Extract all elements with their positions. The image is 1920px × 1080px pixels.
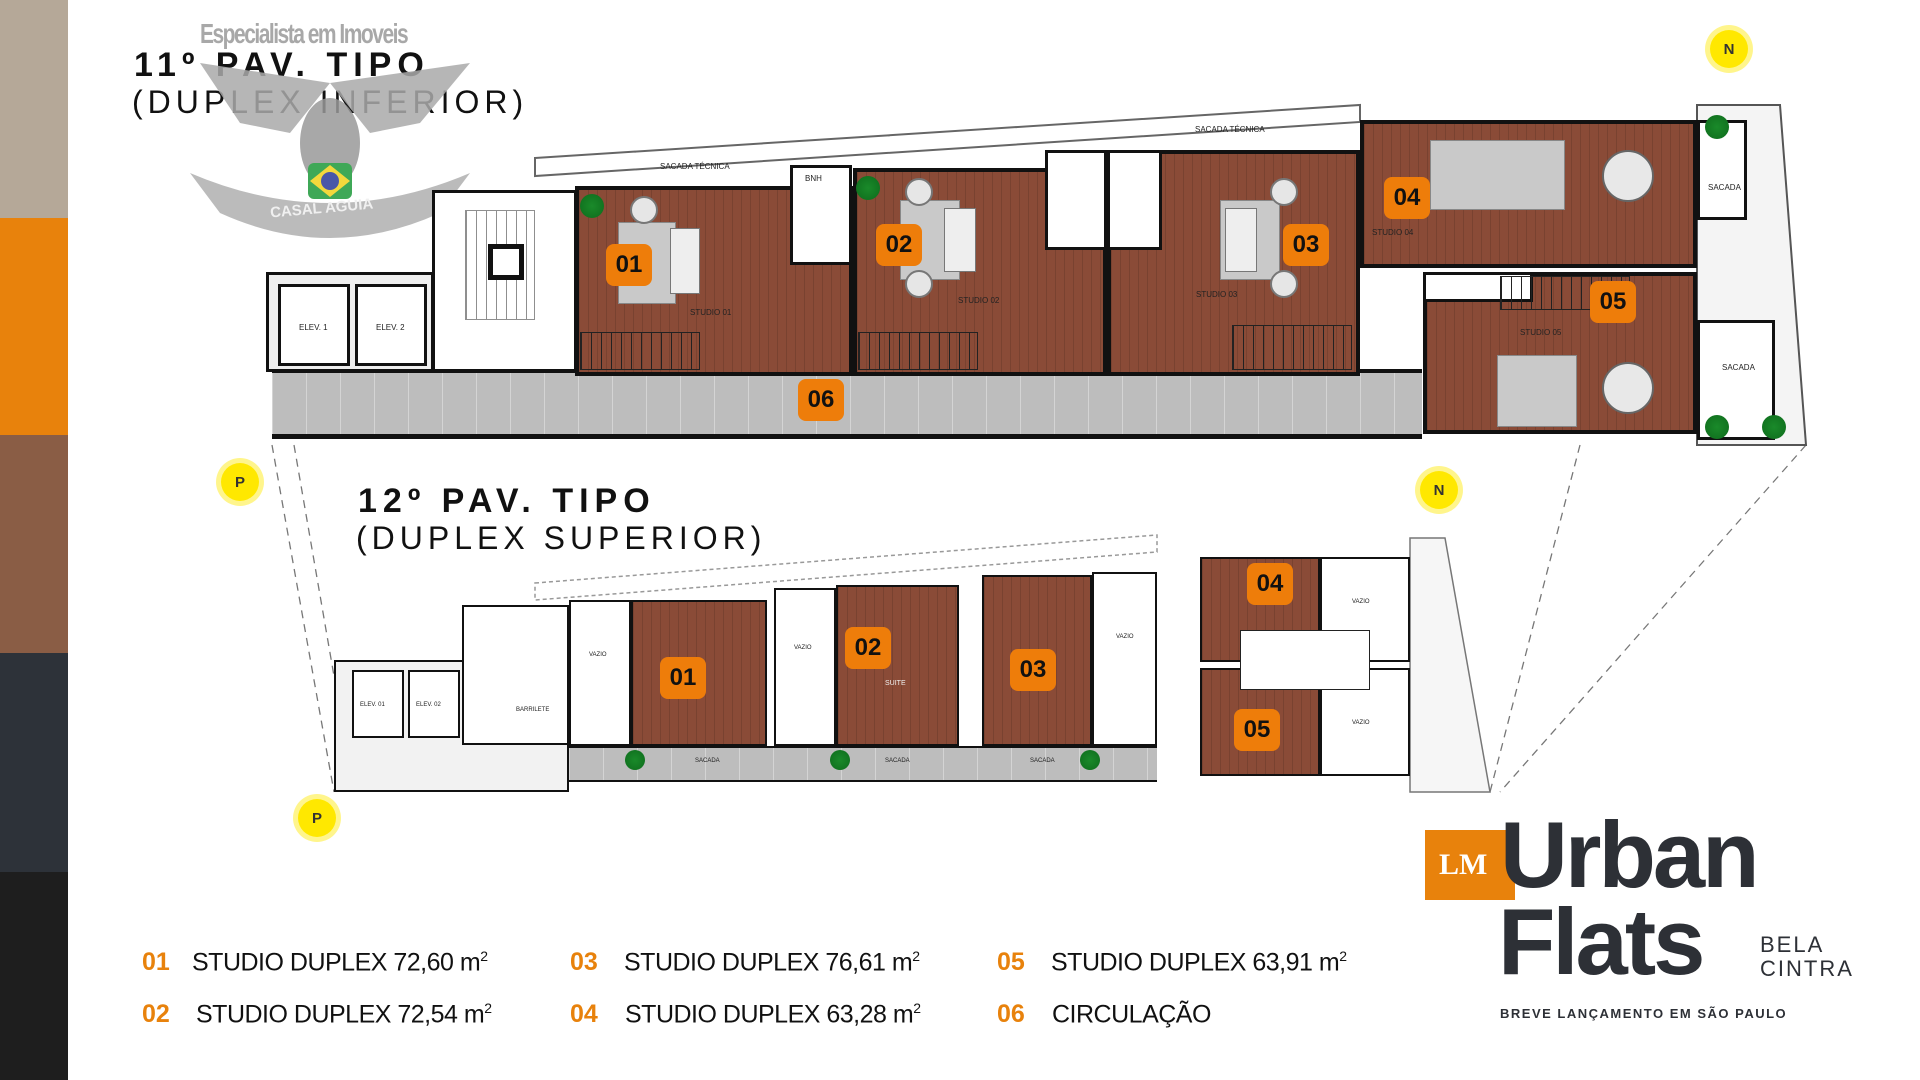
unit-03-bath: [1045, 150, 1107, 250]
plant-icon: [830, 750, 850, 770]
internal-stairs: [1240, 630, 1370, 690]
lower-unit-badge-03[interactable]: 03: [1010, 649, 1056, 691]
rug: [1497, 355, 1577, 427]
lower-unit-badge-02[interactable]: 02: [845, 627, 891, 669]
barrilete: BARRILETE: [462, 605, 569, 745]
unit-badge-03[interactable]: 03: [1283, 224, 1329, 266]
plant-icon: [1705, 415, 1729, 439]
sacada-tecnica-label-2: SACADA TÉCNICA: [1195, 125, 1265, 134]
lower-unit-badge-05[interactable]: 05: [1234, 709, 1280, 751]
legend-text-04: STUDIO DUPLEX 63,28 m2: [625, 1000, 921, 1029]
vazio-03: VAZIO: [1092, 572, 1157, 746]
sofa: [670, 228, 700, 294]
sofa: [944, 208, 976, 272]
plant-icon: [1080, 750, 1100, 770]
plant-icon: [1705, 115, 1729, 139]
legend-text-02: STUDIO DUPLEX 72,54 m2: [196, 1000, 492, 1029]
legend-num-06: 06: [997, 1000, 1025, 1028]
lower-floor-title: 12º PAV. TIPO: [358, 482, 656, 520]
sacada-label-2: SACADA: [885, 758, 910, 764]
vazio-01: VAZIO: [569, 600, 631, 746]
sidebar-band-slate: [0, 653, 68, 872]
plant-icon: [625, 750, 645, 770]
dining-table: [1602, 362, 1654, 414]
sidebar-band-brown: [0, 435, 68, 653]
sidebar-band-black: [0, 872, 68, 1080]
studio-01-label: STUDIO 01: [690, 308, 732, 317]
north-marker-upper: N: [1710, 30, 1748, 68]
sidebar-band-beige: [0, 0, 68, 218]
studio-02-label: STUDIO 02: [958, 296, 1000, 305]
unit-01-bath: BNH: [790, 165, 852, 265]
plant-icon: [1762, 415, 1786, 439]
brand-sub1: BELA: [1760, 932, 1825, 957]
internal-stairs: [858, 332, 978, 370]
shaft: [488, 244, 524, 280]
sacada-label-3: SACADA: [1030, 758, 1055, 764]
p-marker-lower: P: [298, 799, 336, 837]
p-marker-upper: P: [221, 463, 259, 501]
lower-floor-subtitle: (DUPLEX SUPERIOR): [356, 520, 767, 556]
watermark-logo: Especialista em Imoveis CASAL AGUIA: [180, 18, 480, 248]
sacada-label-1: SACADA: [695, 758, 720, 764]
sidebar-band-orange: [0, 218, 68, 435]
unit-badge-02[interactable]: 02: [876, 224, 922, 266]
elevator-2: ELEV. 2: [355, 284, 427, 366]
lower-elevator-2: ELEV. 02: [408, 670, 460, 738]
unit-badge-04[interactable]: 04: [1384, 177, 1430, 219]
brand-mark: LM: [1425, 830, 1515, 900]
unit-badge-01[interactable]: 01: [606, 244, 652, 286]
dining-table: [1602, 150, 1654, 202]
brand-line2: Flats: [1498, 889, 1705, 994]
chair: [1270, 270, 1298, 298]
legend-text-01: STUDIO DUPLEX 72,60 m2: [192, 948, 488, 977]
plant-icon: [580, 194, 604, 218]
brand-sub2: CINTRA: [1760, 956, 1854, 981]
lower-unit-badge-04[interactable]: 04: [1247, 563, 1293, 605]
chair: [905, 178, 933, 206]
studio-03-label: STUDIO 03: [1196, 290, 1238, 299]
legend-num-02: 02: [142, 1000, 170, 1028]
legend-text-03: STUDIO DUPLEX 76,61 m2: [624, 948, 920, 977]
sacada-tecnica-label: SACADA TÉCNICA: [660, 162, 730, 171]
eagle-icon: [190, 63, 470, 238]
legend-num-01: 01: [142, 948, 170, 976]
watermark-top-text: Especialista em Imoveis: [200, 18, 409, 49]
brand-line1: Urban: [1500, 802, 1760, 907]
unit-03-bath-b: [1107, 150, 1162, 250]
elevator-1: ELEV. 1: [278, 284, 350, 366]
sacada-strip: [569, 746, 1157, 782]
lower-elevator-1: ELEV. 01: [352, 670, 404, 738]
lower-unit-badge-01[interactable]: 01: [660, 657, 706, 699]
chair: [1270, 178, 1298, 206]
corridor-06: [272, 369, 1422, 439]
lower-unit-01-floor: [631, 600, 767, 746]
legend-num-03: 03: [570, 948, 598, 976]
legend-num-05: 05: [997, 948, 1025, 976]
legend-text-06: CIRCULAÇÃO: [1052, 1000, 1211, 1029]
internal-stairs: [1232, 325, 1352, 370]
legend-num-04: 04: [570, 1000, 598, 1028]
unit-badge-05[interactable]: 05: [1590, 281, 1636, 323]
chair: [630, 196, 658, 224]
sofa: [1225, 208, 1257, 272]
suite-label: SUITE: [885, 680, 906, 687]
unit-badge-06[interactable]: 06: [798, 379, 844, 421]
studio-04-label: STUDIO 04: [1372, 228, 1414, 237]
brand-tagline: BREVE LANÇAMENTO EM SÃO PAULO: [1500, 1006, 1788, 1021]
vazio-02: VAZIO: [774, 588, 836, 746]
chair: [905, 270, 933, 298]
plant-icon: [856, 176, 880, 200]
north-marker-lower: N: [1420, 471, 1458, 509]
rug: [1430, 140, 1565, 210]
legend-text-05: STUDIO DUPLEX 63,91 m2: [1051, 948, 1347, 977]
internal-stairs: [580, 332, 700, 370]
bnh-label: BNH: [805, 174, 822, 183]
studio-05-label: STUDIO 05: [1520, 328, 1562, 337]
